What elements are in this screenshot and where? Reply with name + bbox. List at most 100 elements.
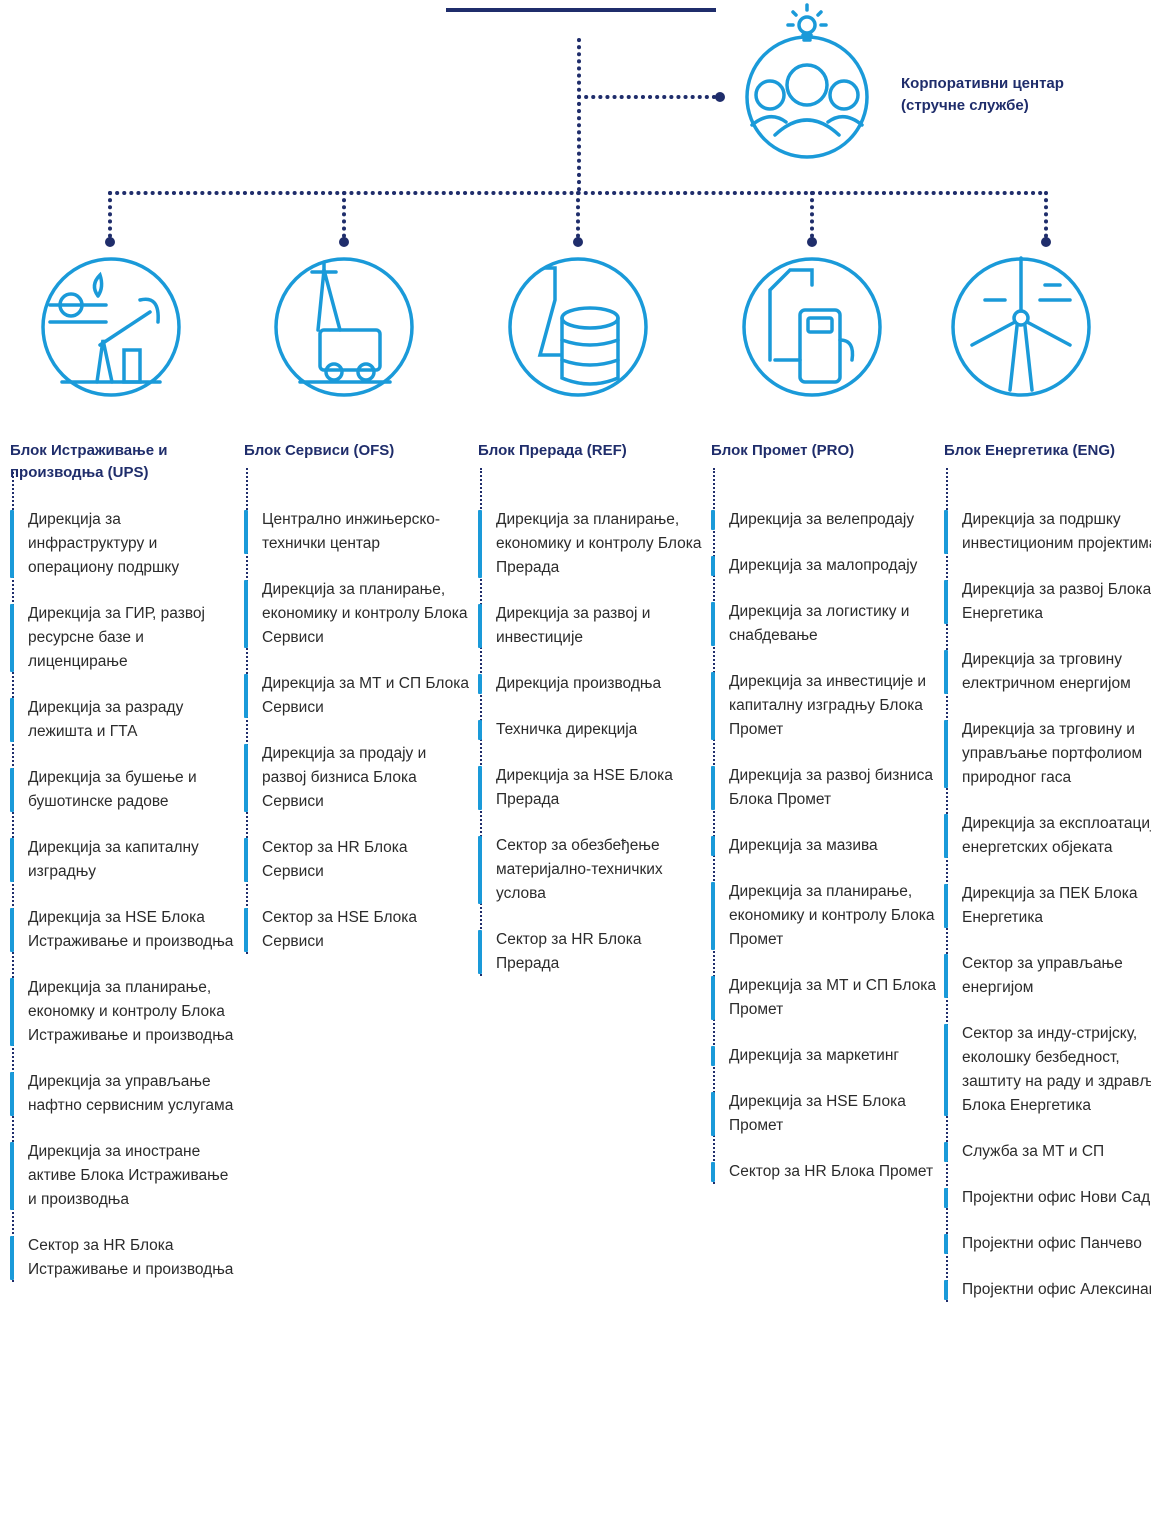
department-name: Дирекција за продају и развој бизниса Бл… [262, 745, 427, 810]
department-name: Сектор за обезбеђење материјално-техничк… [496, 837, 663, 902]
block-title: Блок Промет (PRO) [711, 442, 855, 459]
department-accent-bar [944, 650, 948, 694]
department-accent-bar [10, 908, 14, 952]
department-name: Дирекција за планирање, економику и конт… [496, 511, 702, 576]
department-name: Дирекција за ПЕК Блока Енергетика [962, 885, 1138, 926]
department-item: Дирекција за планирање, економку и контр… [10, 976, 235, 1048]
department-item: Дирекција за маркетинг [711, 1044, 936, 1068]
department-name: Дирекција за иностране активе Блока Истр… [28, 1143, 229, 1208]
department-item: Дирекција за МТ и СП Блока Промет [711, 974, 936, 1022]
department-accent-bar [478, 836, 482, 904]
department-item: Дирекција за продају и развој бизниса Бл… [244, 742, 469, 814]
department-item: Дирекција за ПЕК Блока Енергетика [944, 882, 1151, 930]
department-name: Дирекција за HSE Блока Промет [729, 1093, 906, 1134]
department-accent-bar [244, 744, 248, 812]
department-accent-bar [478, 720, 482, 740]
department-accent-bar [711, 766, 715, 810]
department-accent-bar [10, 698, 14, 742]
department-accent-bar [10, 838, 14, 882]
department-name: Дирекција за HSE Блока Истраживање и про… [28, 909, 234, 950]
department-accent-bar [711, 836, 715, 856]
department-item: Дирекција за HSE Блока Прерада [478, 764, 703, 812]
department-name: Дирекција за планирање, економку и контр… [28, 979, 234, 1044]
department-name: Дирекција за логистику и снабдевање [729, 603, 910, 644]
department-list: Дирекција за инфраструктуру и операциону… [10, 468, 235, 1282]
department-item: Дирекција за трговину и управљање портфо… [944, 718, 1151, 790]
department-item: Дирекција за МТ и СП Блока Сервиси [244, 672, 469, 720]
department-item: Дирекција за управљање нафтно сервисним … [10, 1070, 235, 1118]
department-item: Служба за МТ и СП [944, 1140, 1151, 1164]
department-accent-bar [244, 674, 248, 718]
department-item: Дирекција за трговину електричном енерги… [944, 648, 1151, 696]
department-item: Дирекција за HSE Блока Истраживање и про… [10, 906, 235, 954]
department-item: Дирекција за HSE Блока Промет [711, 1090, 936, 1138]
block-title: Блок Истраживање и производња (UPS) [10, 442, 168, 481]
department-accent-bar [711, 556, 715, 576]
department-name: Сектор за управљање енергијом [962, 955, 1123, 996]
department-item: Дирекција за велепродају [711, 508, 936, 532]
department-accent-bar [944, 954, 948, 998]
department-accent-bar [711, 1092, 715, 1136]
department-accent-bar [711, 602, 715, 646]
department-name: Сектор за HR Блока Промет [729, 1163, 934, 1180]
department-name: Дирекција за управљање нафтно сервисним … [28, 1073, 234, 1114]
department-accent-bar [944, 1280, 948, 1300]
department-item: Дирекција за иностране активе Блока Истр… [10, 1140, 235, 1212]
department-item: Дирекција за развој и инвестиције [478, 602, 703, 650]
corporate-center-label: Корпоративни центар (стручне службе) [901, 73, 1141, 117]
department-name: Дирекција за трговину електричном енерги… [962, 651, 1131, 692]
department-item: Дирекција за планирање, економику и конт… [244, 578, 469, 650]
department-item: Сектор за HR Блока Сервиси [244, 836, 469, 884]
department-name: Дирекција за планирање, економику и конт… [729, 883, 935, 948]
block-drop-dot [339, 237, 349, 247]
department-name: Дирекција за развој и инвестиције [496, 605, 651, 646]
department-name: Дирекција за маркетинг [729, 1047, 900, 1064]
department-item: Дирекција за подршку инвестиционим проје… [944, 508, 1151, 556]
department-name: Дирекција за трговину и управљање портфо… [962, 721, 1143, 786]
department-accent-bar [944, 1234, 948, 1254]
department-item: Дирекција за планирање, економику и конт… [711, 880, 936, 952]
department-accent-bar [944, 884, 948, 928]
department-accent-bar [711, 882, 715, 950]
department-name: Дирекција за развој Блока Енергетика [962, 581, 1151, 622]
block-drop-dot [573, 237, 583, 247]
department-accent-bar [478, 510, 482, 578]
block-drop-lines [105, 191, 1051, 247]
corporate-center-name: Корпоративни центар (стручне службе) [901, 75, 1064, 114]
department-item: Дирекција производња [478, 672, 703, 696]
department-name: Дирекција за експлоатацију енергетских о… [962, 815, 1151, 856]
department-accent-bar [478, 674, 482, 694]
department-accent-bar [244, 838, 248, 882]
department-name: Сектор за инду-стријску, еколошку безбед… [962, 1025, 1151, 1114]
department-accent-bar [10, 1072, 14, 1116]
department-name: Дирекција за подршку инвестиционим проје… [962, 511, 1151, 552]
department-item: Дирекција за инфраструктуру и операциону… [10, 508, 235, 580]
department-name: Дирекција производња [496, 675, 662, 692]
department-accent-bar [711, 976, 715, 1020]
block-title: Блок Енергетика (ENG) [944, 442, 1115, 459]
department-accent-bar [244, 510, 248, 554]
block-drop-dot [807, 237, 817, 247]
department-list-dotted-spine [713, 468, 715, 1184]
department-item: Пројектни офис Нови Сад [944, 1186, 1151, 1210]
department-name: Дирекција за инвестиције и капиталну изг… [729, 673, 927, 738]
block-title: Блок Сервиси (OFS) [244, 442, 395, 459]
block-drop-dot [1041, 237, 1051, 247]
department-item: Дирекција за капиталну изградњу [10, 836, 235, 884]
department-item: Сектор за обезбеђење материјално-техничк… [478, 834, 703, 906]
department-name: Пројектни офис Панчево [962, 1235, 1142, 1252]
department-accent-bar [478, 930, 482, 974]
department-accent-bar [478, 766, 482, 810]
department-name: Дирекција за МТ и СП Блока Промет [729, 977, 936, 1018]
department-item: Дирекција за разраду лежишта и ГТА [10, 696, 235, 744]
department-item: Дирекција за мазива [711, 834, 936, 858]
department-name: Служба за МТ и СП [962, 1143, 1105, 1160]
department-item: Дирекција за логистику и снабдевање [711, 600, 936, 648]
department-name: Дирекција за МТ и СП Блока Сервиси [262, 675, 469, 716]
department-item: Сектор за HR Блока Прерада [478, 928, 703, 976]
department-accent-bar [10, 604, 14, 672]
department-accent-bar [944, 1188, 948, 1208]
department-accent-bar [944, 1024, 948, 1116]
